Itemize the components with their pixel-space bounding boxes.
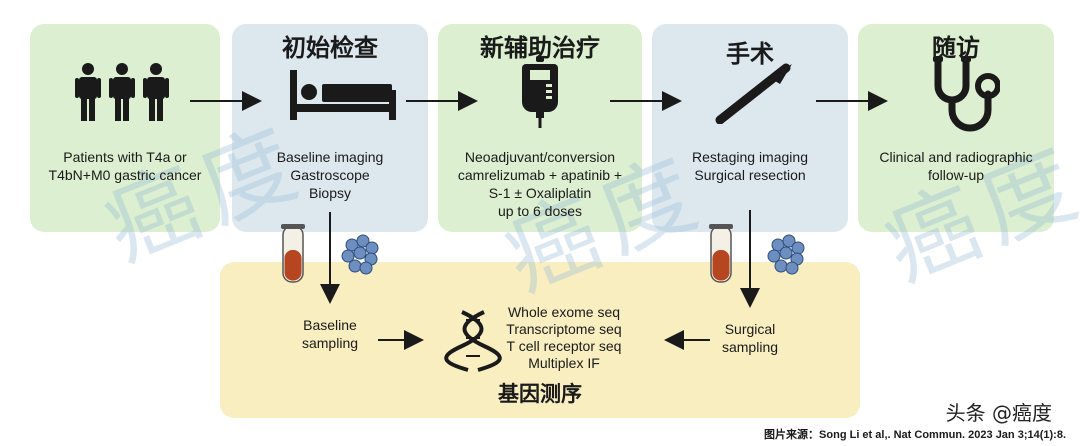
assay-list: Whole exome seq Transcriptome seq T cell… — [486, 304, 642, 372]
tissue-sample-icon — [341, 234, 379, 275]
stage-label-line: camrelizumab + apatinib + — [457, 167, 623, 183]
stage-label-line: Surgical resection — [694, 167, 806, 183]
stage-label-line: follow-up — [927, 167, 985, 183]
stethoscope-icon — [928, 54, 1001, 145]
label-line: Baseline — [303, 317, 357, 333]
assay-item: Multiplex IF — [528, 355, 600, 371]
stage-label-baseline: Baseline imaging Gastroscope Biopsy — [232, 148, 428, 202]
stage-panel-patients — [30, 24, 220, 232]
stage-label-line: Baseline imaging — [276, 149, 384, 165]
label-line: Surgical — [724, 321, 776, 337]
assay-item: Transcriptome seq — [506, 321, 622, 337]
surgical-sampling-label: Surgical sampling — [690, 320, 810, 356]
assay-item: Whole exome seq — [507, 304, 621, 320]
tissue-sample-icon — [767, 234, 805, 275]
stage-panel-followup — [858, 24, 1054, 232]
baseline-sampling-label: Baseline sampling — [270, 316, 390, 352]
assay-item: T cell receptor seq — [506, 338, 622, 354]
stage-label-line: Patients with T4a or — [63, 149, 187, 165]
stage-label-line: Neoadjuvant/conversion — [464, 149, 616, 165]
stage-label-line: Clinical and radiographic — [879, 149, 1033, 165]
image-credit: 图片来源：Song Li et al,. Nat Commun. 2023 Ja… — [764, 429, 1066, 441]
stage-panel-baseline — [232, 24, 428, 232]
stage-label-neoadjuvant: Neoadjuvant/conversion camrelizumab + ap… — [438, 148, 642, 220]
label-line: sampling — [721, 339, 779, 355]
hospital-bed-icon — [290, 70, 396, 127]
stage-panel-surgery — [652, 24, 848, 232]
stage-label-patients: Patients with T4a or T4bN+M0 gastric can… — [30, 148, 220, 184]
patients-icon — [72, 62, 172, 127]
stage-label-followup: Clinical and radiographic follow-up — [858, 148, 1054, 184]
stage-label-line: up to 6 doses — [497, 203, 583, 219]
scalpel-icon — [710, 62, 794, 129]
blood-tube-icon — [709, 224, 733, 283]
stage-header-surgery: 手术 — [726, 40, 774, 68]
iv-bag-icon — [520, 56, 560, 133]
stage-label-line: T4bN+M0 gastric cancer — [48, 167, 202, 183]
stage-label-line: Biopsy — [308, 185, 352, 201]
blood-tube-icon — [281, 224, 305, 283]
stage-label-surgery: Restaging imaging Surgical resection — [652, 148, 848, 184]
sequencing-title: 基因测序 — [498, 382, 582, 406]
stage-label-line: Restaging imaging — [692, 149, 808, 165]
stage-label-line: S-1 ± Oxaliplatin — [488, 185, 592, 201]
watermark-tag: 头条 @癌度 — [945, 401, 1052, 425]
stage-label-line: Gastroscope — [290, 167, 370, 183]
stage-header-baseline: 初始检查 — [282, 34, 378, 62]
dna-icon — [444, 310, 502, 372]
label-line: sampling — [301, 335, 359, 351]
